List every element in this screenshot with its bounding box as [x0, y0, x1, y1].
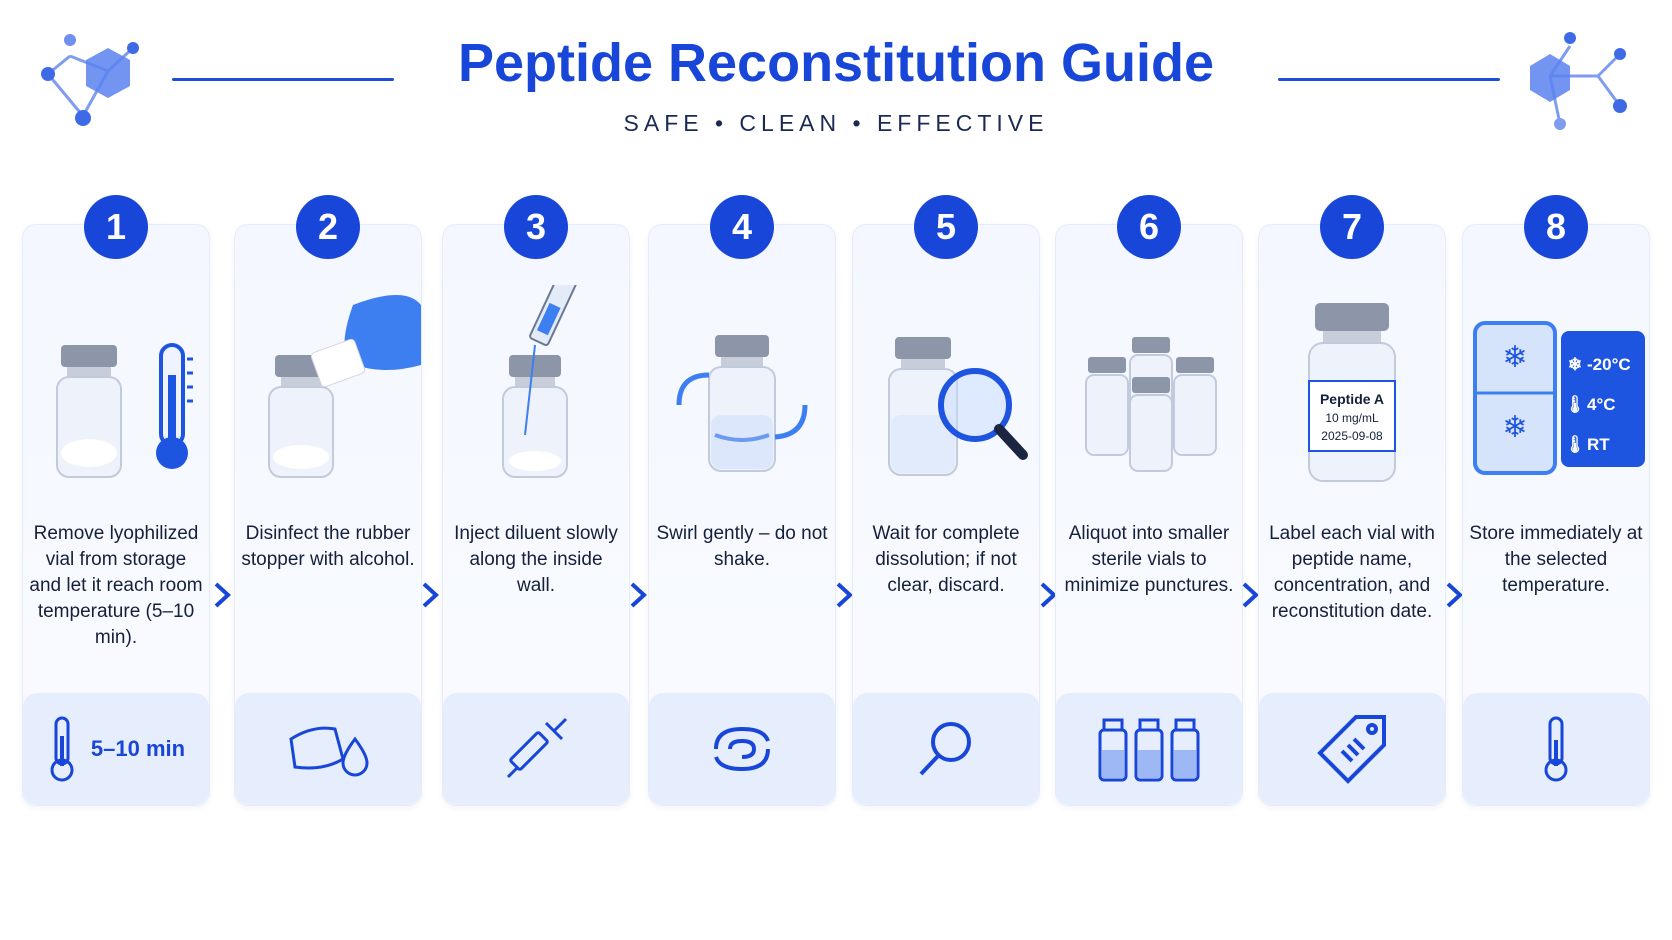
step-footer: 5–10 min: [23, 693, 209, 805]
step-number: 8: [1524, 195, 1588, 259]
wipe-drop-icon: [289, 726, 369, 777]
thermometer-icon: [50, 716, 74, 782]
svg-text:❄: ❄: [1502, 340, 1527, 375]
inspect-vial-illustration: [888, 337, 1028, 476]
header-rule-right: [1278, 78, 1500, 81]
step-description: Inject diluent slowly along the inside w…: [454, 523, 618, 596]
step-description: Swirl gently – do not shake.: [656, 523, 828, 570]
vial-thermometer-illustration: [56, 343, 193, 478]
page-title: Peptide Reconstitution Guide: [457, 33, 1215, 93]
chevron-right-icon: [1446, 582, 1463, 608]
swirl-icon: [714, 726, 770, 772]
header-rule-left: [172, 78, 394, 81]
step-footer: [443, 693, 629, 805]
step-card-1: 1 Remove lyophilized vial from storage a…: [22, 195, 210, 806]
wait-time-label: 5–10 min: [90, 736, 186, 761]
aliquot-vials-illustration: [1085, 337, 1217, 472]
step-card-8: 8 ❄ ❄ ❄-20°C 🌡4°C 🌡RT Store immediately …: [1462, 195, 1650, 806]
swirl-vial-illustration: [676, 335, 808, 472]
storage-option-freezer: ❄-20°C: [1567, 355, 1631, 374]
molecule-icon: [1530, 32, 1627, 130]
step-footer: [1259, 693, 1445, 805]
syringe-vial-illustration: [502, 285, 577, 478]
step-description: Disinfect the rubber stopper with alcoho…: [241, 523, 415, 570]
step-footer: [649, 693, 835, 805]
storage-option-room: 🌡RT: [1564, 435, 1610, 454]
step-description: Aliquot into smaller sterile vials to mi…: [1064, 523, 1234, 596]
storage-options: ❄-20°C 🌡4°C 🌡RT: [1563, 345, 1643, 465]
step-card-7: 7 Peptide A 10 mg/mL 2025-09-08 Label ea…: [1258, 195, 1446, 806]
svg-text:❄: ❄: [1502, 410, 1527, 445]
step-number: 7: [1320, 195, 1384, 259]
step-number: 1: [84, 195, 148, 259]
chevron-right-icon: [1242, 582, 1259, 608]
header: Peptide Reconstitution Guide SAFE • CLEA…: [0, 0, 1672, 160]
step-footer: [853, 693, 1039, 805]
step-footer: [235, 693, 421, 805]
step-card-4: 4 Swirl gently – do not shake.: [648, 195, 836, 806]
chevron-right-icon: [630, 582, 647, 608]
thermometer-icon: [1544, 716, 1568, 782]
steps-row: 1 Remove lyophilized vial from storage a…: [0, 190, 1672, 830]
step-description: Label each vial with peptide name, conce…: [1269, 523, 1435, 622]
vials-icon: [1098, 718, 1200, 782]
chevron-right-icon: [214, 582, 231, 608]
syringe-icon: [506, 717, 568, 779]
step-footer: [1463, 693, 1649, 805]
step-description: Store immediately at the selected temper…: [1469, 523, 1643, 596]
step-description: Remove lyophilized vial from storage and…: [29, 523, 203, 648]
step-number: 6: [1117, 195, 1181, 259]
chevron-right-icon: [1040, 582, 1057, 608]
storage-option-fridge: 🌡4°C: [1564, 395, 1616, 414]
step-number: 5: [914, 195, 978, 259]
vial-label-date: 2025-09-08: [1321, 429, 1383, 443]
page-subtitle: SAFE • CLEAN • EFFECTIVE: [623, 110, 1049, 136]
chevron-right-icon: [422, 582, 439, 608]
vial-label-concentration: 10 mg/mL: [1325, 411, 1379, 425]
magnifier-icon: [919, 722, 971, 776]
step-number: 3: [504, 195, 568, 259]
freezer-illustration: ❄ ❄ ❄-20°C 🌡4°C 🌡RT: [1463, 285, 1649, 485]
step-card-6: 6 Aliquot into smaller sterile vials to …: [1055, 195, 1243, 806]
step-number: 4: [710, 195, 774, 259]
step-card-5: 5 Wait for complete dissolution; if not …: [852, 195, 1040, 806]
step-card-3: 3 Inject diluent slowly along the inside…: [442, 195, 630, 806]
disinfect-illustration: [268, 295, 421, 478]
labeled-vial-illustration: Peptide A 10 mg/mL 2025-09-08: [1259, 285, 1445, 485]
step-number: 2: [296, 195, 360, 259]
chevron-right-icon: [836, 582, 853, 608]
step-description: Wait for complete dissolution; if not cl…: [872, 523, 1020, 596]
step-card-2: 2 Disinfect the rubber stopper with alco…: [234, 195, 422, 806]
tag-icon: [1317, 715, 1386, 784]
step-footer: [1056, 693, 1242, 805]
vial-label-name: Peptide A: [1319, 391, 1385, 407]
molecule-icon: [41, 34, 139, 126]
